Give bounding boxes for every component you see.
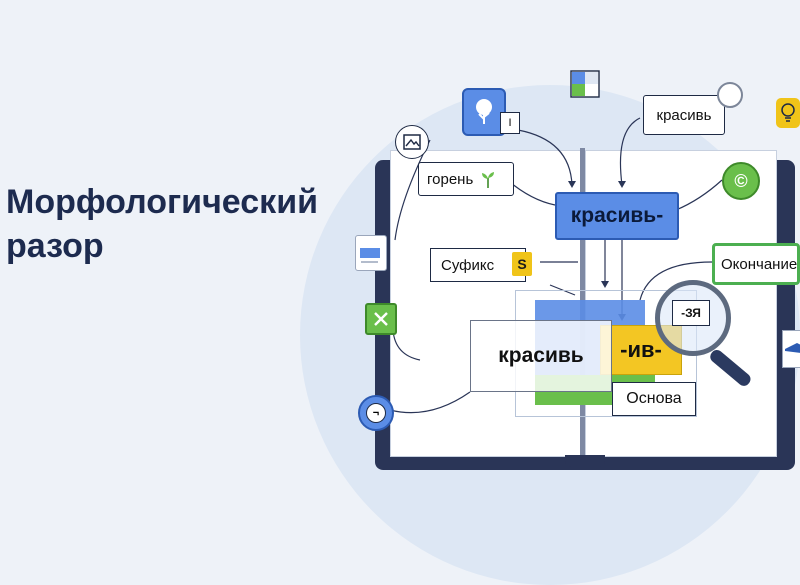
arrow-2 (618, 181, 626, 188)
top-word-box: красивь (643, 95, 725, 135)
arrow-3 (601, 281, 609, 288)
word-card: красивь (470, 320, 612, 392)
line-tree-to-word (517, 129, 573, 186)
tree-icon (462, 88, 506, 136)
chart-icon (570, 70, 600, 98)
connector-lines (389, 117, 723, 414)
label-sufiks-text: Суфикс (441, 256, 495, 274)
book-bookmark (565, 455, 605, 467)
close-icon (365, 303, 397, 335)
suffix-letter-badge: S (512, 252, 532, 276)
document-icon (355, 235, 387, 271)
stem-label: Основа (612, 382, 696, 416)
suffix-block: -ив- (600, 325, 682, 375)
tree-note-icon: I (500, 112, 520, 134)
circle-icon (717, 82, 743, 108)
negation-icon: ¬ (358, 395, 394, 431)
main-word-box: красивь- (555, 192, 679, 240)
line-top-word (619, 117, 641, 186)
line-neg (389, 391, 471, 414)
title-line-1: Морфологический (6, 183, 318, 221)
ending-box: Окончание (712, 243, 800, 285)
magnifier-lens (655, 280, 731, 356)
negation-sign: ¬ (366, 403, 386, 423)
line-okonch (639, 261, 713, 301)
arrow-1 (568, 181, 576, 188)
graduation-cap-icon (782, 330, 800, 368)
sprout-icon (482, 172, 495, 188)
line-x (392, 329, 421, 361)
page-title: Морфологический разор (6, 180, 318, 268)
magnifier-text: -ЗЯ (672, 300, 710, 326)
label-sufiks: Суфикс (430, 248, 526, 282)
title-line-2: разор (6, 227, 104, 265)
lightbulb-icon (776, 98, 800, 128)
label-gorenj-text: горень (427, 170, 474, 188)
image-icon (395, 125, 429, 159)
copyright-icon: © (722, 162, 760, 200)
line-copyright (675, 179, 723, 211)
label-gorenj: горень (418, 162, 514, 196)
top-word-text: красивь (656, 106, 712, 124)
